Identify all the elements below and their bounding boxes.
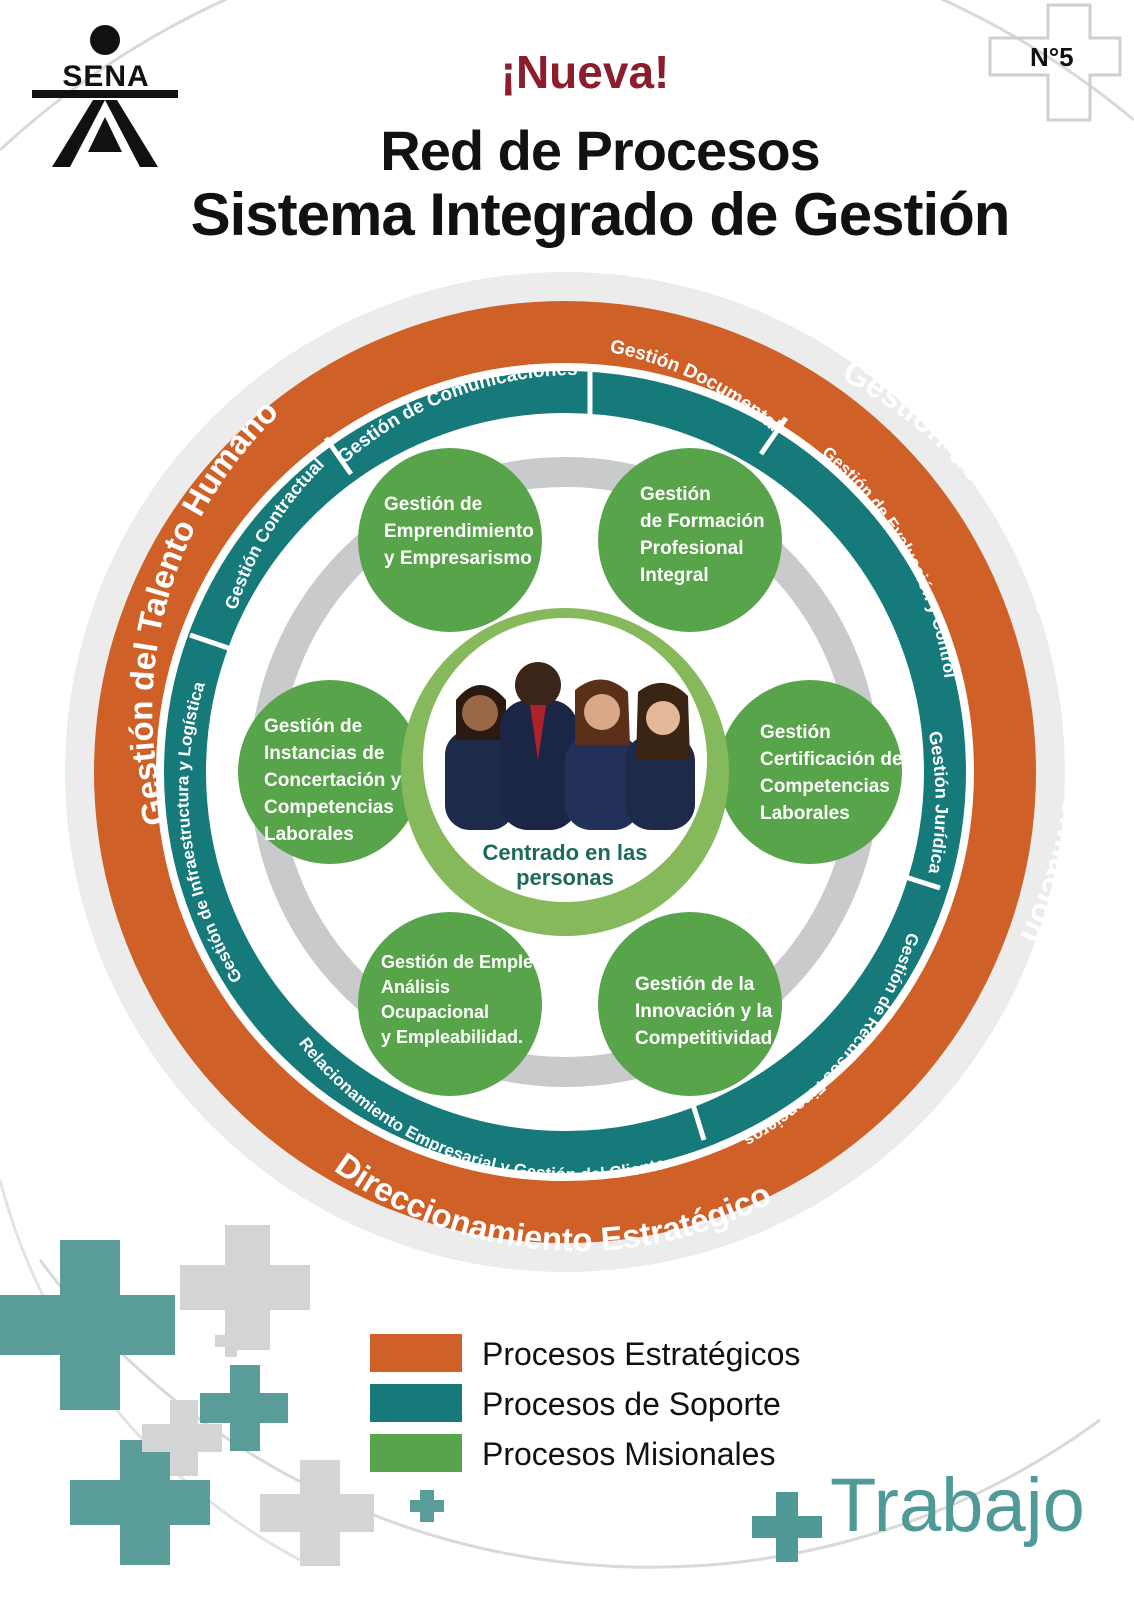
missional-label-innovacion: Gestión de la Innovación y la Competitiv… [635, 974, 778, 1049]
missional-circle-innovacion [598, 912, 782, 1096]
sena-logo: SENA [30, 22, 180, 182]
page-title-line2: Sistema Integrado de Gestión [190, 181, 1011, 248]
missional-circle-formacion [598, 448, 782, 632]
center-label-line1: Centrado en las [482, 840, 647, 865]
legend-label-strategic: Procesos Estratégicos [482, 1336, 801, 1372]
brand-text: Trabajo [830, 1463, 1085, 1548]
missional-circles [238, 448, 902, 1096]
person-figure-icon [625, 682, 695, 830]
kicker-new: ¡Nueva! [500, 46, 670, 98]
legend-swatch-strategic [370, 1334, 462, 1372]
person-figure-icon [445, 685, 515, 830]
center-label-line2: personas [516, 865, 614, 890]
people-photo [440, 660, 695, 830]
missional-labels: Gestión de Emprendimiento y Empresarismo… [264, 484, 908, 1049]
legend-swatch-missional [370, 1434, 462, 1472]
missional-circle-certificacion [718, 680, 902, 864]
support-ring [164, 371, 966, 1173]
sena-logo-icon [32, 25, 178, 167]
issue-number: N°5 [1030, 42, 1074, 72]
brand-plus-icon [752, 1492, 822, 1562]
missional-label-formacion: Gestión de Formación Profesional Integra… [640, 484, 770, 586]
missional-circle-instancias [238, 680, 422, 864]
missional-circle-emprendimiento [358, 448, 542, 632]
logo-text: SENA [62, 60, 150, 93]
legend-label-missional: Procesos Misionales [482, 1436, 776, 1472]
person-figure-icon [500, 662, 578, 830]
plus-decoration-bottom-left-icon [0, 1225, 444, 1566]
missional-label-instancias: Gestión de Instancias de Concertación y … [264, 716, 407, 845]
strategic-ring [94, 301, 1036, 1243]
legend-label-support: Procesos de Soporte [482, 1386, 781, 1422]
page-title-line1: Red de Procesos [380, 119, 820, 182]
missional-circle-empleo [358, 912, 542, 1096]
missional-label-certificacion: Gestión Certificación de Competencias La… [760, 722, 908, 824]
legend-swatch-support [370, 1384, 462, 1422]
person-figure-icon [565, 679, 640, 830]
missional-label-emprendimiento: Gestión de Emprendimiento y Empresarismo [384, 494, 539, 569]
missional-label-empleo: Gestión de Empleo, Análisis Ocupacional … [381, 952, 554, 1047]
bg-arc-top [0, 0, 1134, 152]
bg-arc-bottom [38, 1259, 1101, 1569]
plus-decoration-top-right-icon [988, 3, 1122, 122]
